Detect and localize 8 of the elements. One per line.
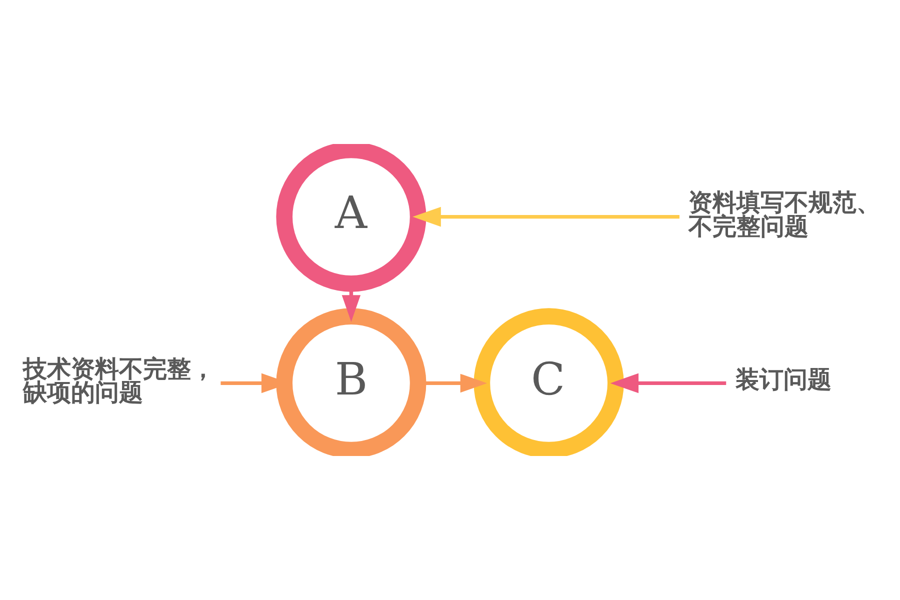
node-text: 装订问题 [735, 365, 832, 394]
node-circle: A [276, 144, 426, 292]
node-circle: B [276, 308, 426, 456]
node-text: 资料填写不规范、不完整问题 [688, 188, 880, 240]
arrow [412, 206, 680, 227]
node-circle: C [474, 308, 624, 456]
node-text: 技术资料不完整，缺项的问题 [22, 354, 215, 407]
arrow [610, 373, 726, 394]
